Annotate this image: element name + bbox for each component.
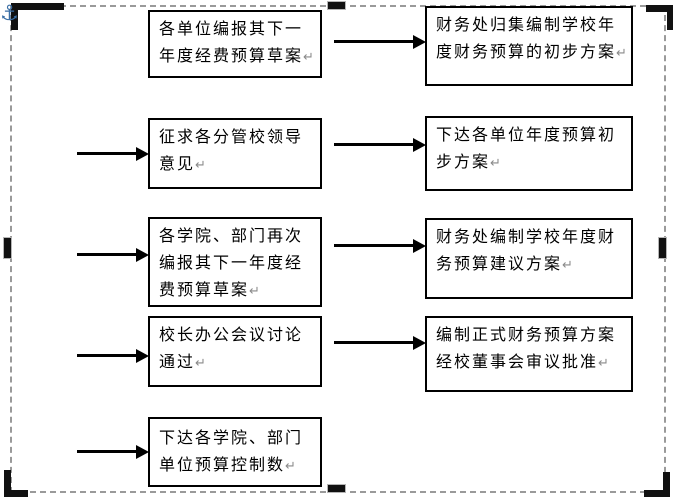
flow-box-right-4[interactable]: 编制正式财务预算方案经校董事会审议批准↵ bbox=[425, 316, 633, 392]
resize-handle-top-left[interactable] bbox=[11, 3, 64, 30]
resize-handle-bottom-right[interactable] bbox=[644, 472, 670, 497]
return-mark: ↵ bbox=[285, 458, 296, 473]
resize-handle-top-right[interactable] bbox=[646, 5, 673, 30]
resize-handle-right[interactable] bbox=[659, 238, 666, 258]
flow-box-left-4[interactable]: 校长办公会议讨论通过↵ bbox=[148, 316, 322, 387]
arrow-row1-left-to-right[interactable] bbox=[334, 35, 426, 49]
arrow-into-left-3[interactable] bbox=[77, 248, 149, 262]
return-mark: ↵ bbox=[249, 283, 260, 298]
flow-box-left-1[interactable]: 各单位编报其下一年度经费预算草案↵ bbox=[148, 10, 322, 78]
flow-box-right-1[interactable]: 财务处归集编制学校年度财务预算的初步方案↵ bbox=[425, 6, 633, 86]
flow-box-text: 下达各单位年度预算初步方案 bbox=[436, 127, 617, 171]
arrow-into-left-5[interactable] bbox=[77, 445, 149, 459]
return-mark: ↵ bbox=[598, 355, 609, 370]
flow-box-text: 征求各分管校领导意见 bbox=[159, 129, 304, 173]
flow-box-text: 各学院、部门再次编报其下一年度经费预算草案 bbox=[159, 228, 304, 299]
resize-handle-top[interactable] bbox=[328, 2, 345, 9]
flow-box-text: 财务处归集编制学校年度财务预算的初步方案 bbox=[436, 17, 617, 61]
flow-box-text: 校长办公会议讨论通过 bbox=[159, 327, 304, 371]
flow-box-right-3[interactable]: 财务处编制学校年度财务预算建议方案↵ bbox=[425, 218, 633, 299]
resize-handle-left[interactable] bbox=[4, 238, 11, 258]
flow-box-right-2[interactable]: 下达各单位年度预算初步方案↵ bbox=[425, 116, 633, 191]
return-mark: ↵ bbox=[562, 257, 573, 272]
object-anchor-icon: ⚓ bbox=[0, 2, 19, 25]
flow-box-text: 各单位编报其下一年度经费预算草案 bbox=[159, 21, 304, 65]
arrow-into-left-2[interactable] bbox=[77, 147, 149, 161]
arrow-row3-left-to-right[interactable] bbox=[334, 239, 426, 253]
resize-handle-bottom[interactable] bbox=[328, 485, 345, 492]
flow-box-text: 编制正式财务预算方案经校董事会审议批准 bbox=[436, 327, 617, 371]
return-mark: ↵ bbox=[490, 155, 501, 170]
return-mark: ↵ bbox=[195, 157, 206, 172]
return-mark: ↵ bbox=[303, 49, 314, 64]
arrow-row4-left-to-right[interactable] bbox=[334, 336, 426, 350]
flow-box-left-3[interactable]: 各学院、部门再次编报其下一年度经费预算草案↵ bbox=[148, 217, 322, 307]
resize-handle-bottom-left[interactable] bbox=[4, 470, 28, 497]
return-mark: ↵ bbox=[616, 45, 627, 60]
flow-box-left-5[interactable]: 下达各学院、部门单位预算控制数↵ bbox=[148, 417, 322, 487]
arrow-row2-left-to-right[interactable] bbox=[334, 138, 426, 152]
return-mark: ↵ bbox=[195, 355, 206, 370]
flow-box-text: 财务处编制学校年度财务预算建议方案 bbox=[436, 229, 617, 273]
arrow-into-left-4[interactable] bbox=[77, 349, 149, 363]
flow-box-left-2[interactable]: 征求各分管校领导意见↵ bbox=[148, 118, 322, 189]
flow-box-text: 下达各学院、部门单位预算控制数 bbox=[159, 430, 304, 474]
